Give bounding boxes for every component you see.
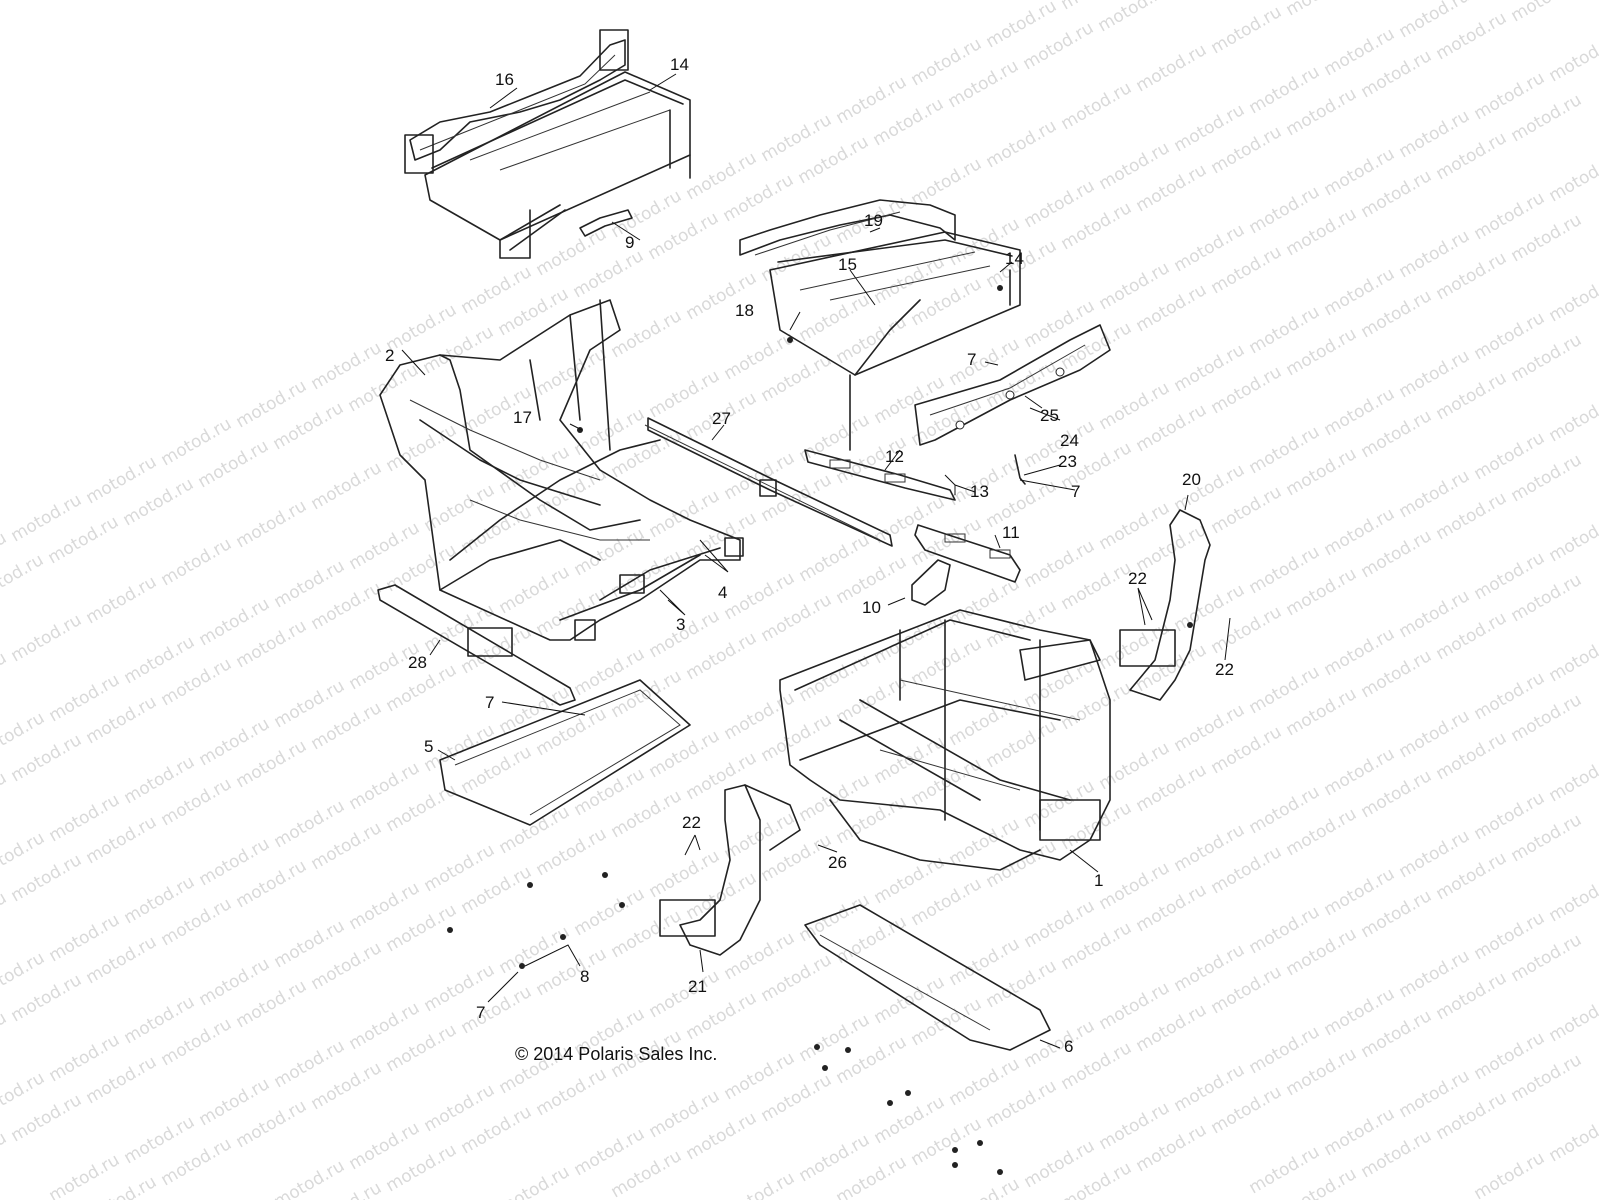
callout-14-lower: 14	[1005, 249, 1024, 268]
callout-8: 8	[580, 967, 589, 986]
callout-21: 21	[688, 977, 707, 996]
callout-25: 25	[1040, 406, 1059, 425]
watermark-text: motod.ru	[1546, 1110, 1600, 1166]
watermark-text: motod.ru	[946, 1174, 1024, 1200]
callout-numbers: 16 14 9 19 15 14 18 2 7 17 27 25 24 12 2…	[385, 55, 1234, 1056]
callout-28: 28	[408, 653, 427, 672]
watermark-text: motod.ru	[1283, 0, 1361, 20]
callout-3: 3	[676, 615, 685, 634]
watermark-text: motod.ru	[1208, 2, 1286, 58]
callout-15: 15	[838, 255, 857, 274]
part-27-beam	[644, 417, 893, 547]
watermark-text: motod.ru	[233, 496, 311, 552]
watermark-text: motod.ru	[158, 534, 236, 590]
watermark-text: motod.ru	[1546, 510, 1600, 566]
watermark-text: motod.ru	[1546, 750, 1600, 806]
part-19-rack-support	[739, 199, 956, 256]
watermark-text: motod.ru	[0, 1008, 10, 1064]
part-16-rack-support	[404, 29, 629, 174]
watermark-text: motod.ru	[0, 888, 10, 944]
watermark-text: motod.ru	[1471, 1148, 1549, 1200]
callout-10: 10	[862, 598, 881, 617]
callout-19: 19	[864, 211, 883, 230]
callout-leaders	[401, 73, 1231, 1049]
callout-27: 27	[712, 409, 731, 428]
watermark-text: motod.ru	[1546, 30, 1600, 86]
watermark-text: motod.ru	[0, 550, 47, 606]
callout-1: 1	[1094, 871, 1103, 890]
part-21-nerf-bar	[659, 784, 801, 956]
part-9-bracket	[579, 209, 633, 237]
part-14-upper-rack-frame	[424, 71, 691, 259]
watermark-text: motod.ru	[1058, 78, 1136, 134]
watermark-text: motod.ru	[1095, 0, 1173, 36]
callout-7-rear: 7	[967, 350, 976, 369]
callout-18: 18	[735, 301, 754, 320]
watermark-text: motod.ru	[1546, 150, 1600, 206]
part-5-floor-plate	[439, 679, 691, 826]
watermark-text: motod.ru	[308, 458, 386, 514]
part-28-crossmember	[377, 584, 576, 706]
part-1-main-frame	[779, 609, 1111, 871]
part-11-rail	[914, 524, 1021, 583]
watermark-text: motod.ru	[496, 1162, 574, 1200]
watermark-text: motod.ru	[0, 648, 10, 704]
callout-22-far-right: 22	[1215, 660, 1234, 679]
watermark-text: motod.ru	[608, 306, 686, 362]
watermark-text: motod.ru	[1546, 990, 1600, 1046]
watermark-text: motod.ru	[1546, 870, 1600, 926]
callout-20: 20	[1182, 470, 1201, 489]
watermark-text: motod.ru	[0, 768, 10, 824]
watermark-text: motod.ru	[83, 572, 161, 628]
callout-2: 2	[385, 346, 394, 365]
callout-22-left: 22	[682, 813, 701, 832]
callout-22-right: 22	[1128, 569, 1147, 588]
callout-26: 26	[828, 853, 847, 872]
callout-17: 17	[513, 408, 532, 427]
watermark-text: motod.ru	[271, 1156, 349, 1200]
part-24-rear-panel	[914, 324, 1111, 446]
part-2-rear-frame	[379, 299, 744, 641]
callout-11: 11	[1002, 523, 1020, 542]
callout-6: 6	[1064, 1037, 1073, 1056]
watermark-text: motod.ru	[1546, 630, 1600, 686]
watermark-text: motod.ru	[8, 610, 86, 666]
watermark-text: motod.ru	[908, 154, 986, 210]
fastener-hardware	[447, 285, 1193, 1175]
watermark-text: motod.ru	[983, 116, 1061, 172]
watermark-text: motod.ru	[46, 1150, 124, 1200]
callout-14-upper: 14	[670, 55, 689, 74]
part-12-rail	[804, 449, 956, 501]
callout-16: 16	[495, 70, 514, 89]
part-23-strap	[1014, 454, 1026, 485]
part-10-bracket	[911, 559, 951, 606]
callout-4: 4	[718, 583, 727, 602]
callout-24: 24	[1060, 431, 1079, 450]
callout-7-floor: 7	[485, 693, 494, 712]
part-20-nerf-bar	[1119, 509, 1211, 701]
callout-9: 9	[625, 233, 634, 252]
callout-23: 23	[1058, 452, 1077, 471]
callout-13: 13	[970, 482, 989, 501]
watermark-text: motod.ru	[721, 1168, 799, 1200]
watermark-text: motod.ru	[0, 1128, 10, 1184]
watermark-text: motod.ru	[1508, 0, 1586, 26]
callout-7-strap: 7	[1071, 482, 1080, 501]
part-6-skid-plate	[804, 904, 1051, 1051]
callout-12: 12	[885, 447, 904, 466]
copyright-notice: © 2014 Polaris Sales Inc.	[515, 1044, 717, 1064]
watermark-text: motod.ru	[1546, 390, 1600, 446]
callout-5: 5	[424, 737, 433, 756]
callout-7-bolt: 7	[476, 1003, 485, 1022]
watermark-text: motod.ru	[1133, 40, 1211, 96]
watermark-text: motod.ru	[383, 420, 461, 476]
watermark-text: motod.ru	[1546, 270, 1600, 326]
part-14-lower-rack-frame	[769, 231, 1021, 451]
